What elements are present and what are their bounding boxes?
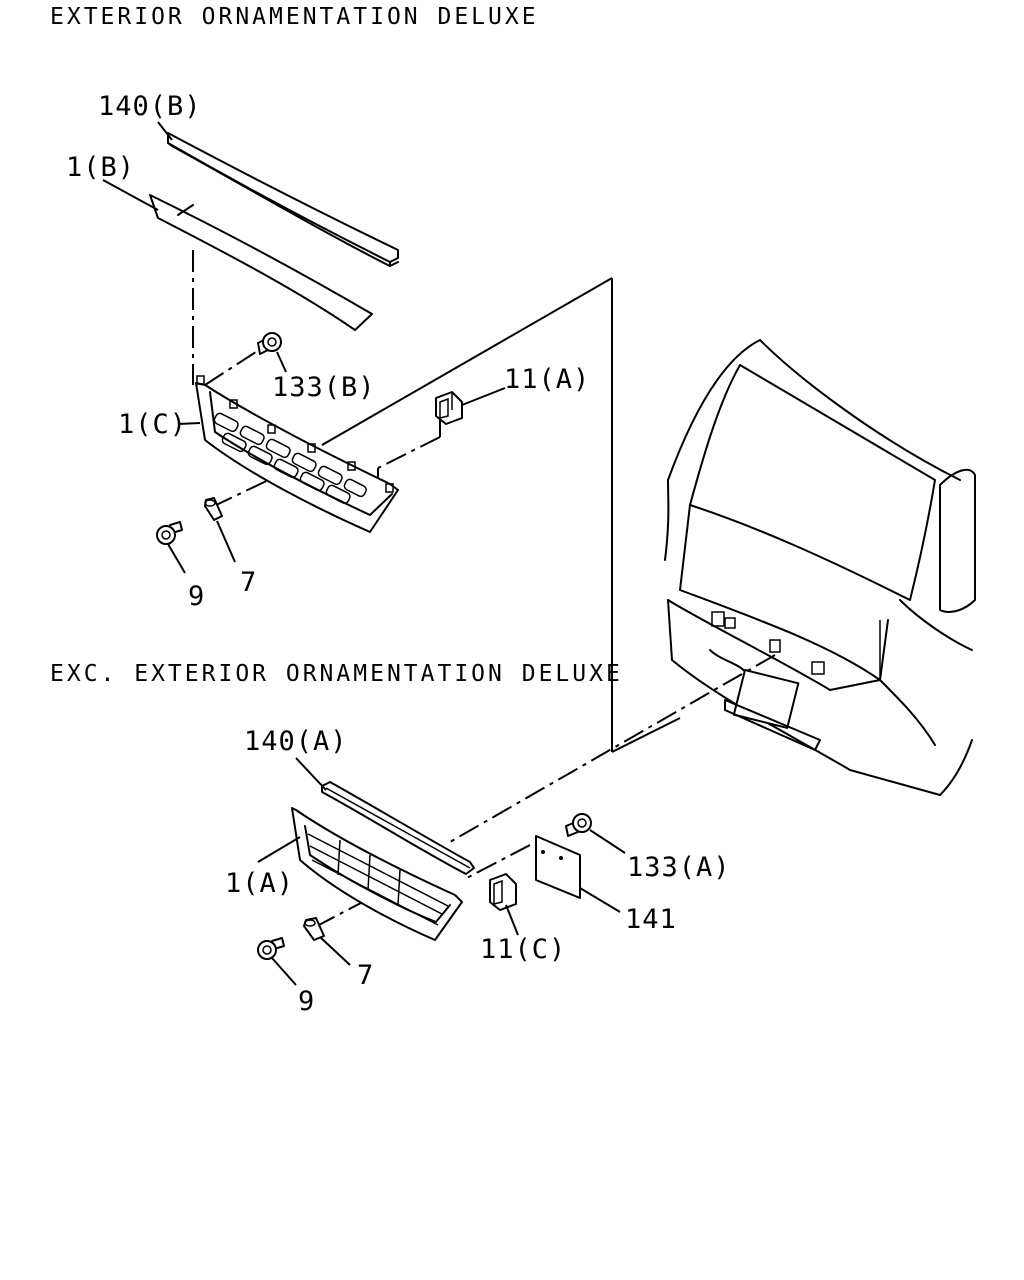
- bolt-133b: [257, 332, 282, 355]
- molding-140a: [321, 781, 475, 875]
- callout-7-top: 7: [240, 567, 257, 598]
- vehicle-front: [664, 339, 976, 796]
- section-title-standard: EXC. EXTERIOR ORNAMENTATION DELUXE: [50, 661, 623, 687]
- callout-7-bottom: 7: [357, 960, 374, 991]
- grille-1a: [291, 807, 463, 941]
- callout-133a: 133(A): [627, 852, 731, 883]
- callout-9-top: 9: [188, 581, 205, 612]
- callout-1b: 1(B): [66, 152, 135, 183]
- callout-141: 141: [625, 904, 677, 935]
- screw-9-top: [156, 521, 183, 545]
- clip-11c: [489, 873, 517, 911]
- callout-labels: 140(B) 1(B) 133(B) 11(A) 1(C) 9 7 140(A)…: [66, 91, 731, 1017]
- plate-141: [535, 835, 581, 899]
- clip-11a: [435, 391, 463, 425]
- callout-11a: 11(A): [504, 364, 590, 395]
- nut-7-bottom: [303, 917, 325, 941]
- callout-140a: 140(A): [244, 726, 348, 757]
- panel-1b: [149, 194, 373, 331]
- callout-1a: 1(A): [225, 868, 294, 899]
- callout-9-bottom: 9: [298, 986, 315, 1017]
- section-title-deluxe: EXTERIOR ORNAMENTATION DELUXE: [50, 4, 539, 30]
- reference-lines: [192, 250, 776, 928]
- bolt-133a: [565, 813, 592, 837]
- molding-140b: [167, 132, 399, 267]
- screw-9-bottom: [257, 937, 285, 960]
- nut-7-top: [204, 497, 223, 521]
- callout-133b: 133(B): [272, 372, 376, 403]
- callout-140b: 140(B): [98, 91, 202, 122]
- grille-1c: [195, 375, 399, 533]
- callout-leaders: [102, 121, 626, 986]
- callout-11c: 11(C): [480, 934, 566, 965]
- callout-1c: 1(C): [118, 409, 187, 440]
